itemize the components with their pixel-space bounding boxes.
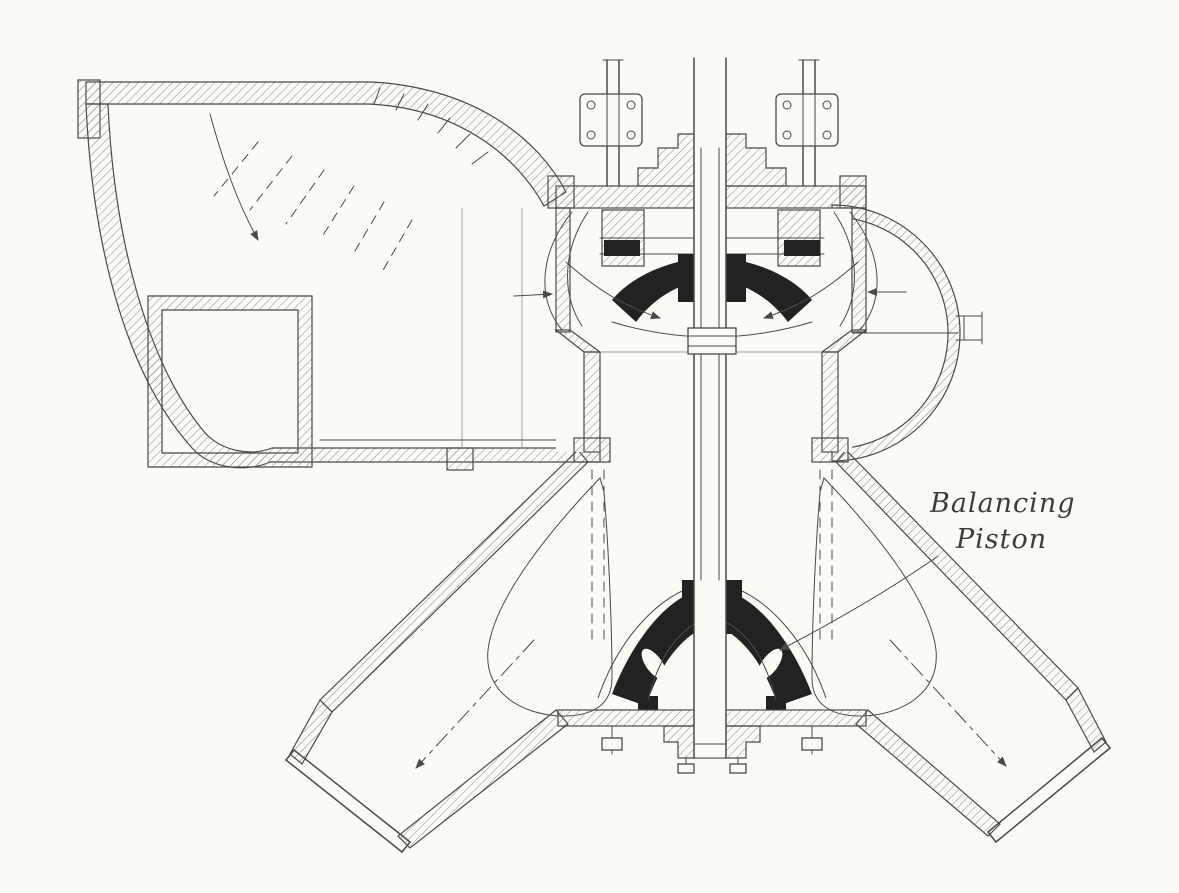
casing-joint-flange <box>446 447 474 471</box>
inlet-flow-arrows <box>209 113 413 273</box>
bolt-ticks <box>373 87 489 165</box>
annotation-pointer-arrow <box>779 555 939 651</box>
volute-casing <box>77 79 601 471</box>
tie-rods-and-brackets <box>579 59 839 187</box>
annotation-line2: Piston <box>955 524 1047 555</box>
annotation-balancing-piston: Balancing Piston <box>779 488 1076 651</box>
pipe-end-flange-left <box>285 749 411 853</box>
flow-arrow-right <box>889 639 1007 767</box>
pipe-end-flange-right <box>987 737 1111 843</box>
vent-plug <box>955 311 983 345</box>
wear-ring-left <box>604 240 640 256</box>
bracket-left <box>579 93 643 147</box>
discharge-pipe-left <box>285 449 613 853</box>
shaft-coupling <box>687 327 737 355</box>
wear-ring-right <box>784 240 820 256</box>
base-bolt-left <box>601 737 623 751</box>
annotation-line1: Balancing <box>929 488 1076 519</box>
bracket-right <box>775 93 839 147</box>
suction-chamber-wall <box>147 295 313 468</box>
water-passage-left <box>487 477 613 717</box>
flow-arrow-left <box>415 639 535 769</box>
base-bolt-right <box>801 737 823 751</box>
impeller-eye-arrows <box>513 261 907 319</box>
main-shaft <box>687 57 737 759</box>
discharge-pipe-right <box>811 449 1111 843</box>
